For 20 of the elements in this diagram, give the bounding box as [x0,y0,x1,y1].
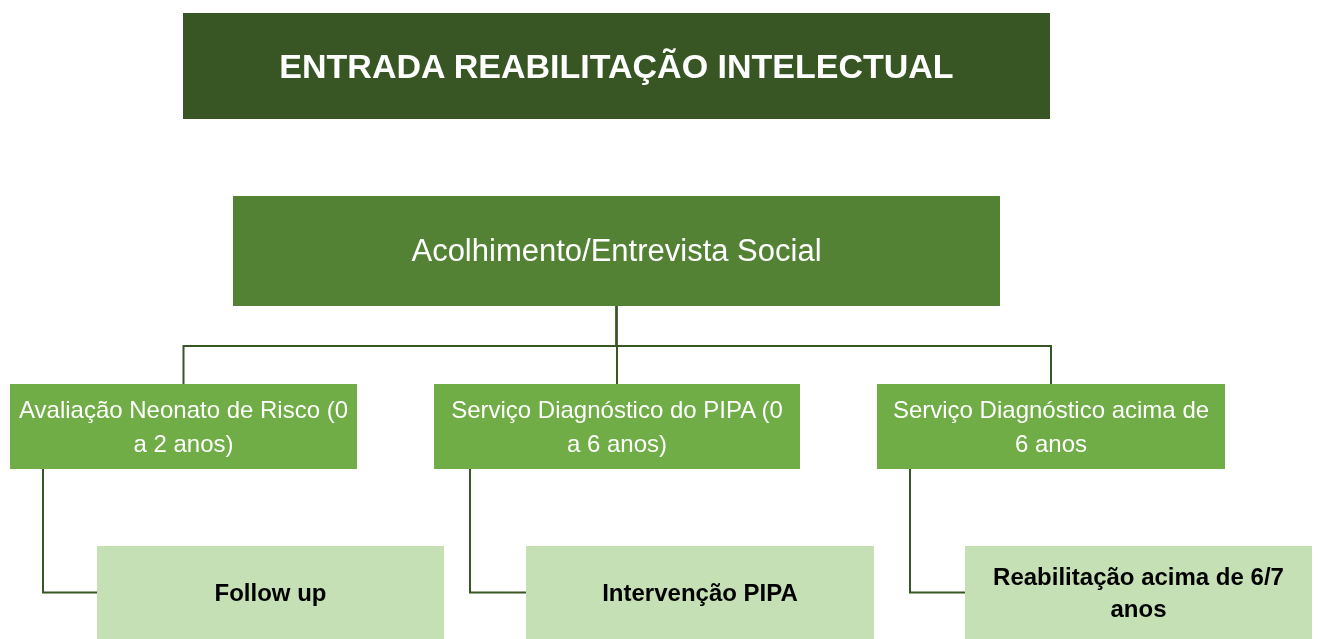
connector-line [469,468,527,594]
process-box [10,384,357,469]
node-label: ENTRADA REABILITAÇÃO INTELECTUAL [279,45,954,87]
connector-line [909,468,966,594]
node-label: Acolhimento/Entrevista Social [411,231,822,270]
node-label: Serviço Diagnóstico acima de 6 anos [891,394,1211,459]
process-box [97,546,444,639]
node-label: Reabilitação acima de 6/7 anos [992,561,1285,624]
process-box [233,196,1000,306]
node-label: Intervenção PIPA [602,577,798,608]
node-label: Follow up [214,577,327,608]
connector-line [615,305,1052,385]
process-box [434,384,800,469]
node-label: Serviço Diagnóstico do PIPA (0 a 6 anos) [450,394,784,459]
process-box [965,546,1312,639]
node-label: Avaliação Neonato de Risco (0 a 2 anos) [18,394,349,459]
process-box [526,546,874,639]
title-box [183,13,1050,119]
process-box [877,384,1225,469]
connector-line [42,468,98,594]
